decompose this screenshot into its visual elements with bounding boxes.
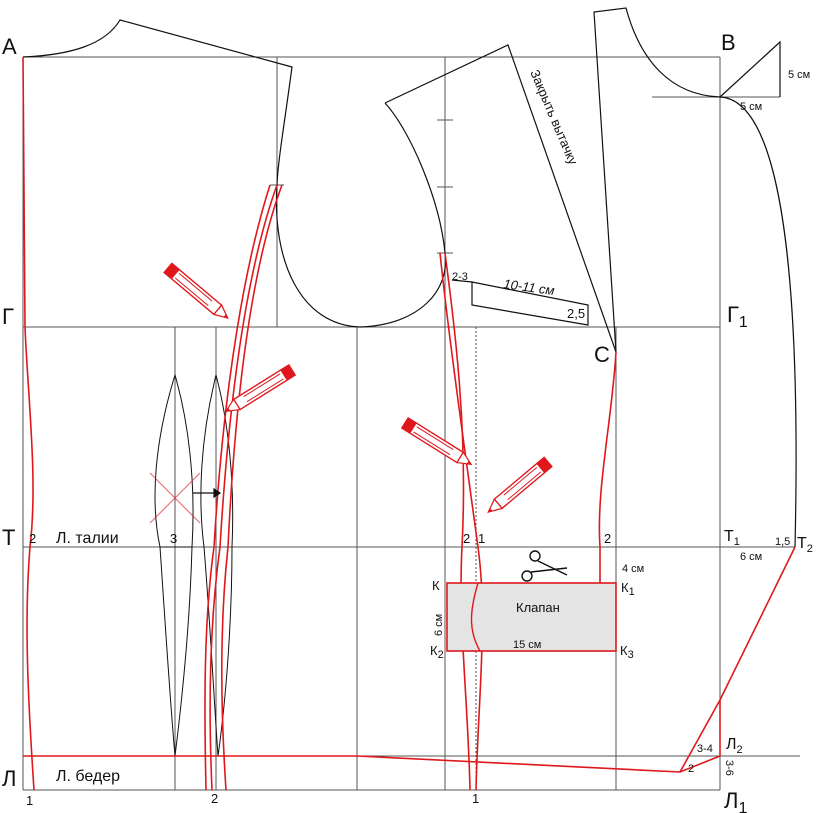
point-K: К (432, 578, 440, 593)
scissors-icon (521, 550, 568, 582)
shoulder-5-vertical: 5 см (788, 69, 810, 81)
number-1-center: 1 (478, 531, 485, 546)
number-3: 3 (170, 531, 177, 546)
point-L: Л (2, 766, 16, 791)
front-outline (359, 7, 797, 548)
point-T1: Т1 (724, 528, 740, 548)
point-K1: К1 (621, 580, 635, 598)
construction-grid (22, 56, 800, 791)
pocket-flap (446, 582, 617, 652)
val-6cm-vertical: 6 см (433, 614, 445, 636)
val-2-3: 2-3 (452, 271, 468, 283)
val-1-5: 1,5 (775, 536, 790, 548)
size-10-11: 10-11 см (503, 276, 556, 298)
pencil-icon (487, 456, 553, 514)
number-2-side: 2 (604, 531, 611, 546)
point-T2: Т2 (797, 535, 813, 555)
red-pattern-lines (22, 56, 796, 791)
point-T: Т (2, 525, 15, 550)
pencil-icon (400, 416, 473, 466)
point-B: В (721, 30, 736, 55)
point-K2: К2 (430, 643, 444, 661)
cross-mark (149, 472, 201, 524)
number-1-bottom-mid: 1 (472, 791, 479, 806)
pencil-icon (163, 262, 229, 320)
number-2-bottom: 2 (211, 791, 218, 806)
point-C: С (594, 342, 610, 367)
val-4cm: 4 см (622, 563, 644, 575)
hip-line-label: Л. бедер (56, 768, 120, 785)
shoulder-5-horizontal: 5 см (740, 101, 762, 113)
point-L2: Л2 (726, 736, 743, 756)
val-6cm: 6 см (740, 551, 762, 563)
waist-line-label: Л. талии (56, 530, 119, 547)
val-15cm: 15 см (513, 639, 541, 651)
close-dart-label: Закрыть вытачку (527, 67, 581, 167)
number-2-hem: 2 (688, 763, 694, 775)
number-2-left: 2 (29, 531, 36, 546)
point-K3: К3 (620, 643, 634, 661)
point-G: Г (2, 304, 14, 329)
arrow-icon (193, 487, 222, 499)
pencil-icon (224, 363, 297, 413)
val-3-6: 3-6 (723, 760, 735, 776)
point-G1: Г1 (727, 302, 748, 331)
back-darts (154, 373, 234, 757)
point-A: А (2, 34, 17, 59)
pocket-flap-label: Клапан (516, 600, 560, 615)
back-outline (22, 19, 361, 328)
number-2-center: 2 (463, 531, 470, 546)
point-L1: Л1 (724, 788, 747, 813)
val-2-5: 2,5 (567, 306, 585, 321)
val-3-4: 3-4 (697, 743, 713, 755)
number-1-bottom-left: 1 (26, 793, 33, 808)
